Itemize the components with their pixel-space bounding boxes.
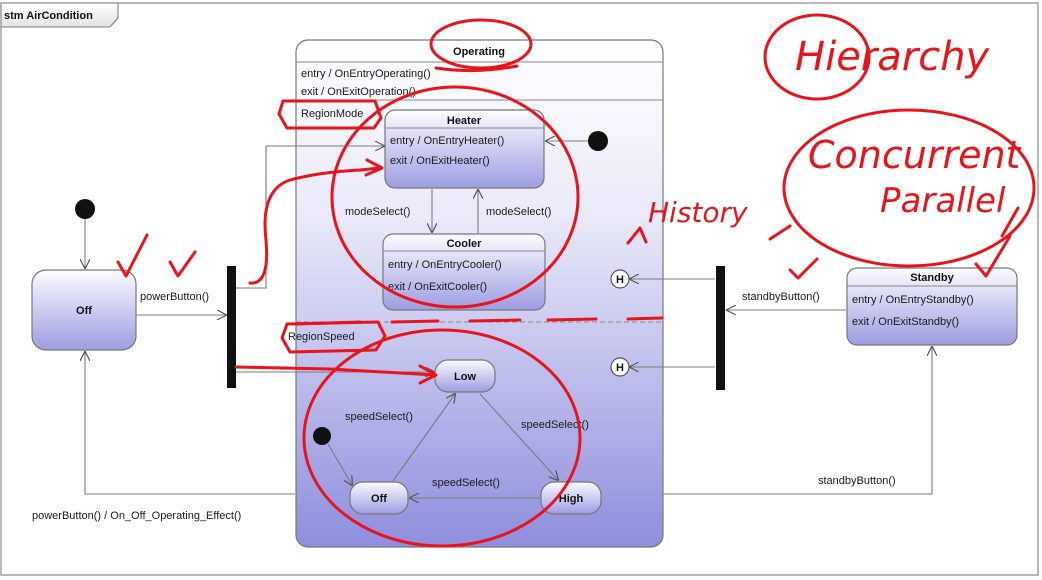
off-speed-label: Off — [371, 493, 387, 505]
label-power-on: powerButton() — [140, 291, 209, 303]
ink-annotations — [116, 13, 1036, 548]
initial-node-outer — [75, 199, 95, 219]
standby-entry: entry / OnEntryStandby() — [852, 294, 974, 306]
label-mode-select-up: modeSelect() — [486, 206, 551, 218]
ink-concurrent: Concurrent — [808, 133, 1023, 177]
cooler-title: Cooler — [447, 238, 483, 250]
label-speed-select-right: speedSelect() — [521, 419, 589, 431]
label-speed-select-bottom: speedSelect() — [432, 477, 500, 489]
cooler-state[interactable] — [382, 233, 546, 311]
label-standby-out: standbyButton() — [818, 475, 896, 487]
standby-state[interactable] — [846, 267, 1018, 346]
cooler-entry: entry / OnEntryCooler() — [388, 259, 502, 271]
label-speed-select-left: speedSelect() — [345, 411, 413, 423]
history-node-speed — [610, 357, 630, 377]
region-mode-label: RegionMode — [301, 108, 363, 120]
frame-title: stm AirCondition — [4, 10, 93, 22]
region-speed-label: RegionSpeed — [288, 331, 355, 343]
ink-history: History — [648, 196, 748, 229]
history-label-speed: H — [616, 362, 624, 374]
heater-state[interactable] — [384, 109, 545, 189]
standby-exit: exit / OnExitStandby() — [852, 316, 959, 328]
transition-operating-off — [85, 352, 295, 495]
cooler-exit: exit / OnExitCooler() — [388, 281, 487, 293]
off-state[interactable] — [31, 269, 137, 351]
operating-title: Operating — [453, 46, 505, 58]
heater-entry: entry / OnEntryHeater() — [390, 135, 504, 147]
heater-exit: exit / OnExitHeater() — [390, 155, 490, 167]
off-speed-state[interactable] — [349, 481, 409, 515]
transition-low-high — [479, 393, 558, 480]
label-power-off: powerButton() / On_Off_Operating_Effect(… — [32, 510, 241, 522]
operating-entry: entry / OnEntryOperating() — [301, 68, 431, 80]
ink-parallel: Parallel — [880, 181, 1006, 221]
history-node-mode — [610, 269, 630, 289]
transition-operating-standby — [663, 347, 932, 495]
high-state-label: High — [559, 493, 584, 505]
heater-title: Heater — [447, 115, 482, 127]
frame-title-tab — [0, 2, 119, 28]
join-bar — [716, 266, 725, 390]
low-state-label: Low — [454, 371, 476, 383]
label-mode-select-down: modeSelect() — [345, 206, 410, 218]
label-standby-in: standbyButton() — [742, 291, 820, 303]
operating-exit: exit / OnExitOperation() — [301, 86, 416, 98]
initial-node-mode — [588, 131, 608, 151]
ink-hierarchy: Hierarchy — [795, 34, 991, 80]
standby-title: Standby — [910, 272, 954, 284]
fork-bar — [227, 266, 236, 388]
off-state-label: Off — [76, 305, 92, 317]
transition-init-offspeed — [327, 443, 352, 485]
transition-off-low — [392, 394, 455, 482]
history-label-mode: H — [616, 274, 624, 286]
initial-node-speed — [313, 427, 331, 445]
high-state[interactable] — [540, 481, 602, 515]
